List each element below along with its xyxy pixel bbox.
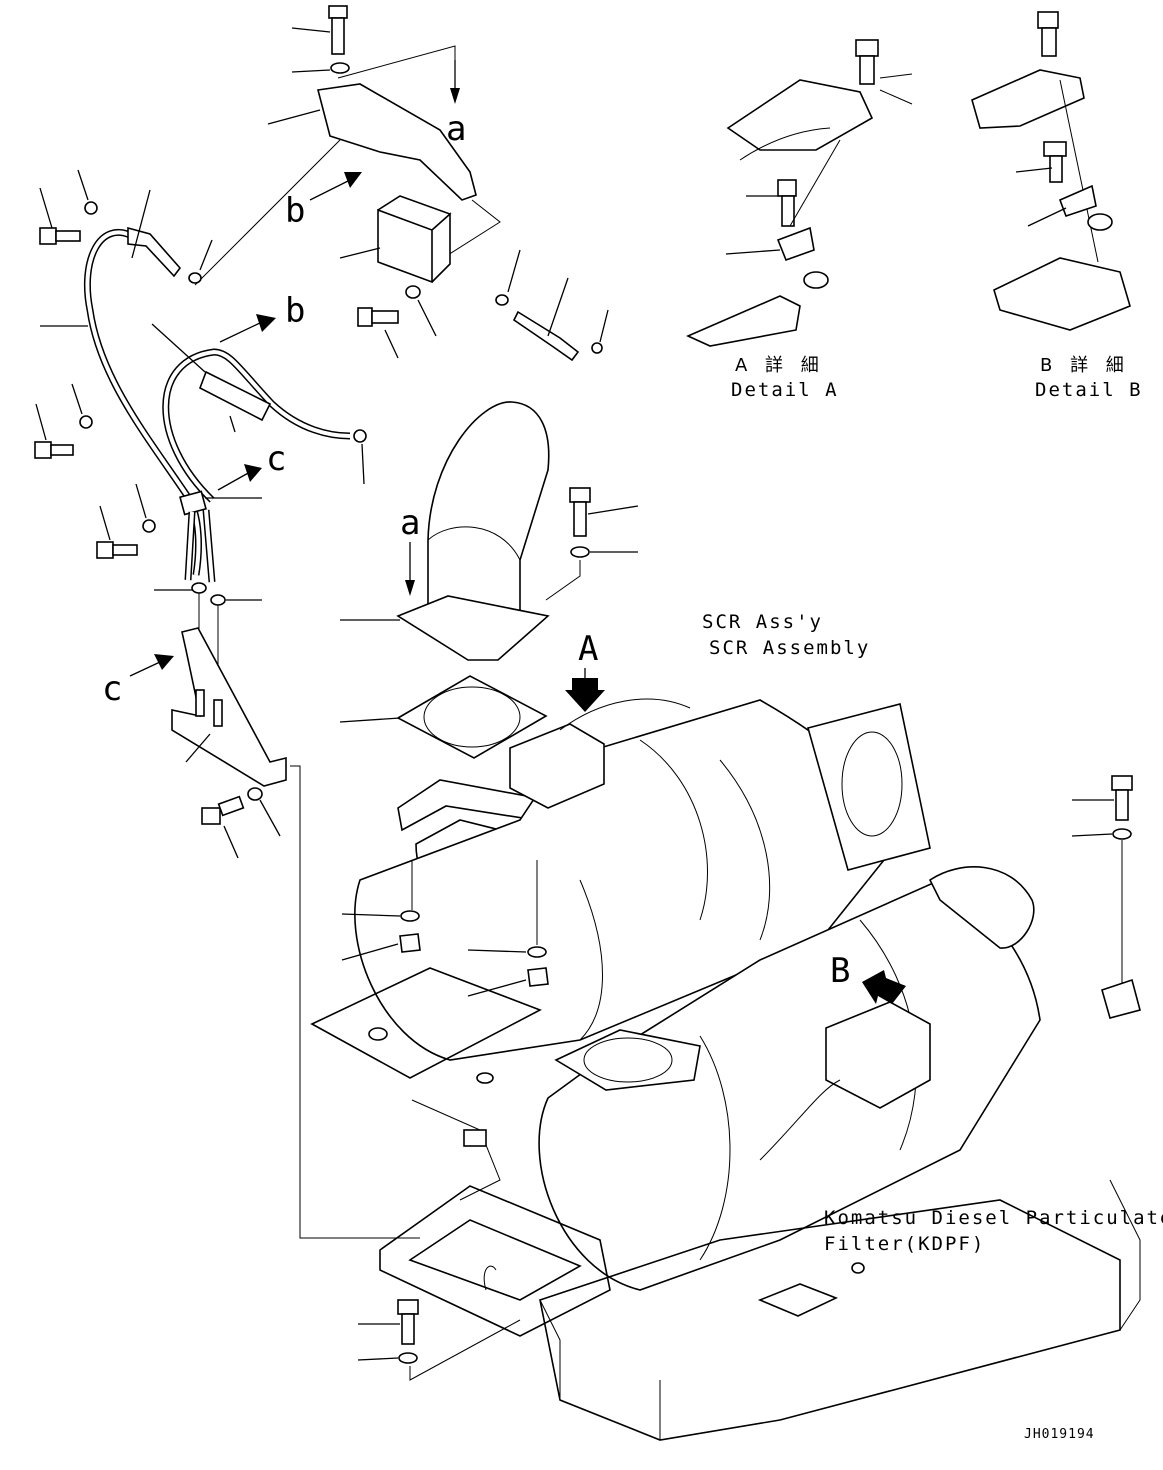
scr-label-line1: SCR Ass'y	[702, 611, 823, 633]
scr-body	[354, 699, 901, 1061]
bolt-lower	[201, 787, 281, 859]
detail-b-view: B 詳 細 Detail B	[971, 11, 1143, 401]
left-harness-group: b c	[34, 169, 367, 583]
kdpf-label-line2: Filter(KDPF)	[824, 1233, 985, 1255]
callout-a-elbow: a	[400, 503, 420, 543]
detail-a-view: A 詳 細 Detail A	[686, 39, 913, 401]
bolt-left-1	[39, 169, 98, 245]
callout-a-top: a	[446, 109, 466, 149]
mounting-bracket-c	[171, 627, 287, 787]
bolt-left-2	[34, 383, 93, 459]
callout-c-lower: c	[102, 669, 122, 709]
bolt-top	[291, 5, 348, 55]
bracket-plate-a	[316, 83, 477, 201]
washer-top	[291, 62, 350, 74]
detail-a-title-en: Detail A	[731, 379, 839, 401]
detail-a-title-jp: A 詳 細	[735, 355, 825, 376]
scr-label-line2: SCR Assembly	[709, 637, 870, 659]
bolt-middle	[357, 285, 437, 359]
base-frame	[357, 1099, 1141, 1441]
elbow-pipe-group: a	[339, 401, 639, 759]
box-bracket	[377, 195, 452, 284]
bolt-left-3	[96, 483, 156, 559]
callout-b-right: b	[285, 291, 305, 331]
drawing-code: JH019194	[1024, 1427, 1095, 1442]
kdpf-assembly: B Komatsu Diesel Particulate Filter(KDPF…	[538, 775, 1163, 1291]
lower-bracket-group: c	[102, 582, 420, 1239]
top-bracket-group: a b	[194, 5, 609, 362]
callout-c-upper: c	[266, 439, 286, 479]
callout-b-left: b	[285, 191, 305, 231]
callout-A: A	[578, 629, 598, 669]
callout-B: B	[830, 951, 850, 991]
scr-assembly: A SCR Ass'y SCR Assembly	[310, 611, 931, 1084]
gasket	[396, 675, 548, 759]
hose-segment-right	[512, 310, 580, 362]
detail-b-title-en: Detail B	[1035, 379, 1143, 401]
detail-b-title-jp: B 詳 細	[1040, 355, 1130, 376]
